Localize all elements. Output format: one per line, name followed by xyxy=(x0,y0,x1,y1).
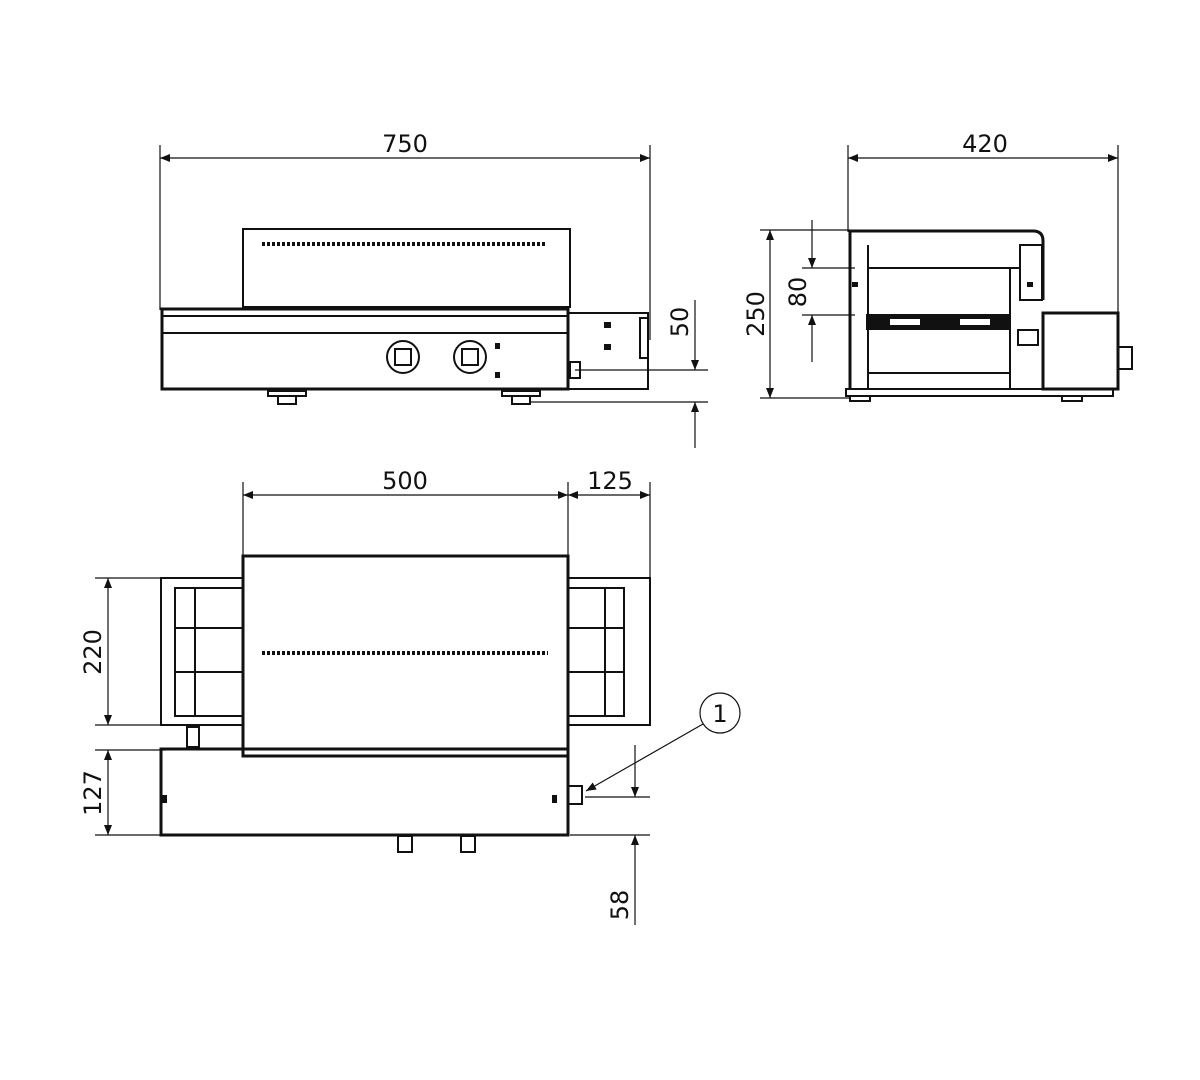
dimension-label-module-width: 125 xyxy=(587,467,633,495)
side-body xyxy=(848,229,1045,389)
callout-balloon xyxy=(699,692,741,734)
knob-icon xyxy=(397,835,413,853)
callout-leader xyxy=(585,723,704,792)
dimension-label-height: 250 xyxy=(742,291,770,337)
side-view: 420 250 80 xyxy=(742,130,1133,402)
dimension-label-conveyor-depth: 220 xyxy=(79,629,107,675)
front-view: 750 50 xyxy=(159,130,708,448)
dimension-label-connector-offset: 58 xyxy=(606,890,634,921)
knob-icon xyxy=(453,340,487,374)
knob-icon xyxy=(460,835,476,853)
knob-icon xyxy=(386,340,420,374)
dimension-label-body-width: 500 xyxy=(382,467,428,495)
control-box xyxy=(159,747,570,837)
oven-base xyxy=(160,307,570,391)
left-conveyor xyxy=(160,577,244,726)
oven-hood xyxy=(242,228,571,308)
right-conveyor xyxy=(567,577,651,726)
foot-icon xyxy=(501,390,541,405)
foot-icon xyxy=(267,390,307,405)
side-control-module xyxy=(1041,311,1120,391)
dimension-label-control-depth: 127 xyxy=(79,770,107,816)
dimension-label-opening: 80 xyxy=(784,277,812,308)
connector-icon xyxy=(567,785,583,805)
top-hood xyxy=(241,554,570,758)
knob-icon xyxy=(1117,346,1133,370)
dimension-label-width: 750 xyxy=(382,130,428,158)
top-view: 500 125 220 127 58 1 xyxy=(79,467,741,925)
dimension-label-height-offset: 50 xyxy=(666,307,694,338)
dimension-label-depth: 420 xyxy=(962,130,1008,158)
callout-number: 1 xyxy=(712,700,727,728)
